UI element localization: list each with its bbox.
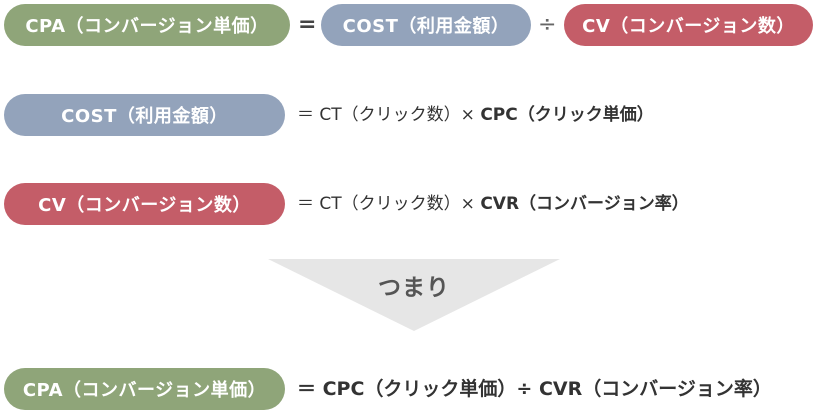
cv-pill: CV（コンバージョン数） (4, 183, 285, 225)
equals-sign: = (298, 12, 317, 37)
divide-sign: ÷ (538, 12, 557, 37)
down-arrow-icon (268, 259, 560, 331)
cost-formula-prefix: ＝ CT（クリック数）× (297, 105, 475, 125)
cost-pill-label: COST（利用金額） (61, 106, 228, 127)
arrow-label: つまり (378, 275, 450, 301)
cv-pill-label: CV（コンバージョン数） (38, 195, 251, 216)
cost-pill-label: COST（利用金額） (342, 16, 510, 37)
cv-formula: ＝ CT（クリック数）× CVR（コンバージョン率） (297, 183, 689, 225)
cpa-pill: CPA（コンバージョン単価） (4, 4, 290, 46)
cpa-pill-label: CPA（コンバージョン単価） (25, 16, 269, 37)
cv-pill-label: CV（コンバージョン数） (582, 16, 795, 37)
cv-pill: CV（コンバージョン数） (564, 4, 813, 46)
cv-formula-prefix: ＝ CT（クリック数）× (297, 194, 475, 214)
cpa-pill: CPA（コンバージョン単価） (4, 368, 285, 410)
cost-formula: ＝ CT（クリック数）× CPC（クリック単価） (297, 94, 654, 136)
cv-formula-cvr: CVR（コンバージョン率） (480, 194, 689, 214)
cost-formula-cpc: CPC（クリック単価） (480, 105, 654, 125)
cpa-final-formula: ＝ CPC（クリック単価）÷ CVR（コンバージョン率） (297, 378, 772, 400)
cost-pill: COST（利用金額） (321, 4, 531, 46)
cost-pill: COST（利用金額） (4, 94, 285, 136)
cpa-pill-label: CPA（コンバージョン単価） (22, 380, 267, 401)
